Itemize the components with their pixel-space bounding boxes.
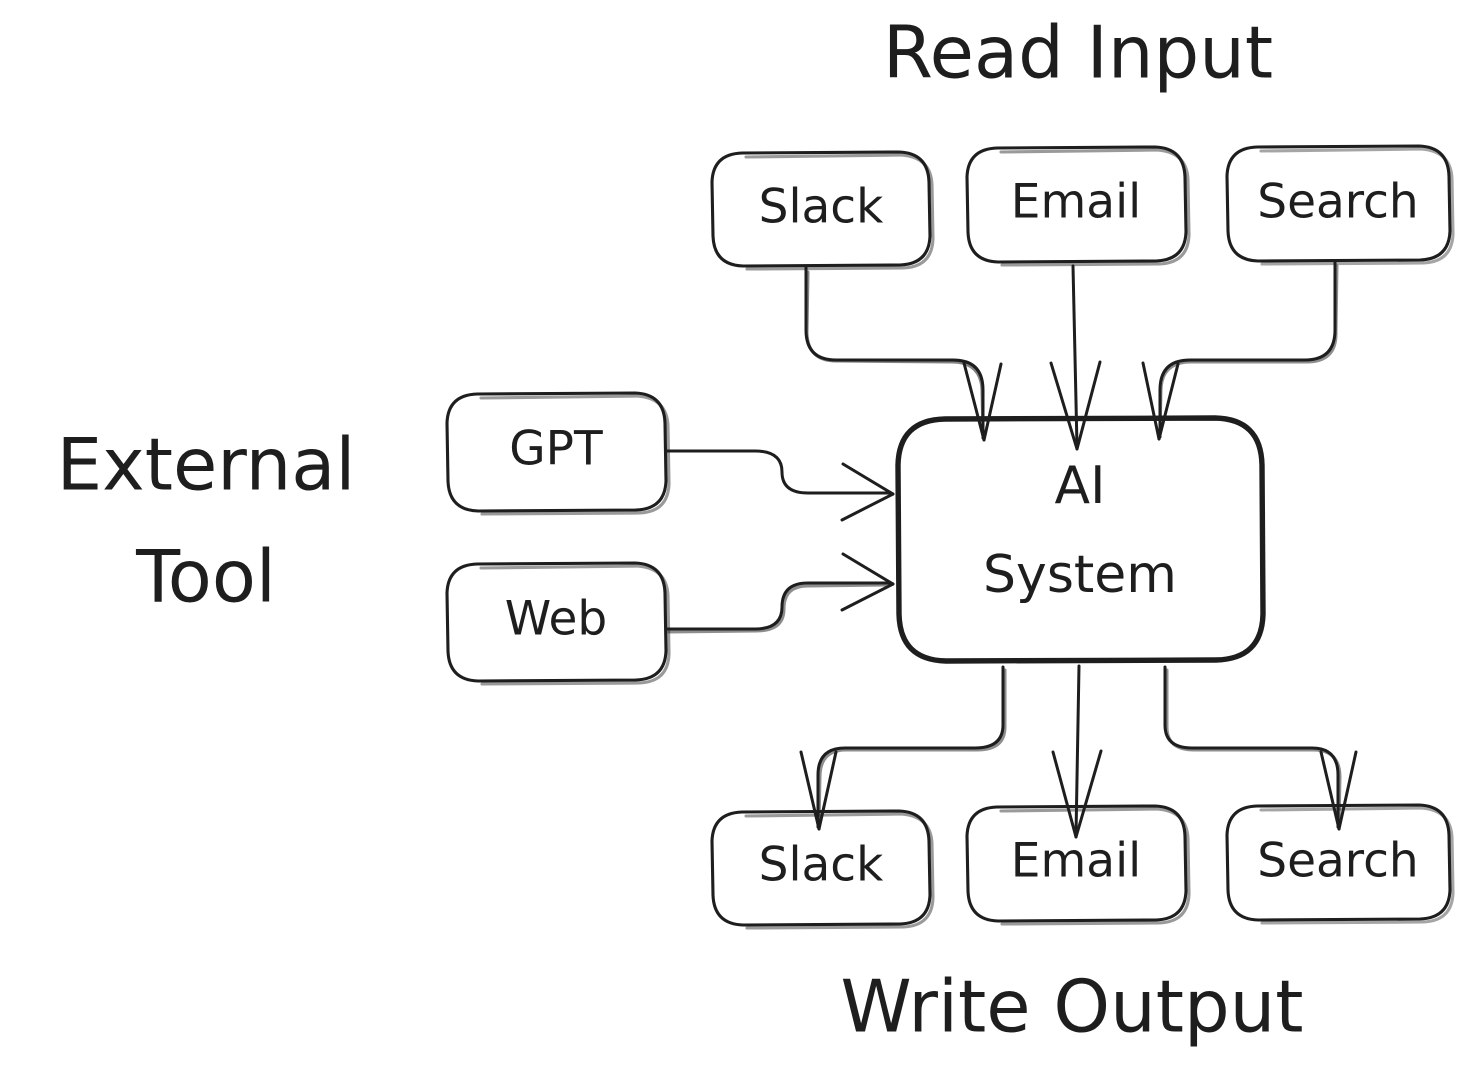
section-title-external-tool-line1: External bbox=[57, 423, 356, 507]
node-input-slack[interactable]: Slack bbox=[710, 150, 935, 271]
node-output-slack[interactable]: Slack bbox=[710, 809, 935, 930]
node-ai-system-label-line2: System bbox=[983, 545, 1177, 605]
node-output-email-label: Email bbox=[1011, 834, 1141, 889]
section-title-external-tool-line2: Tool bbox=[135, 535, 276, 619]
section-title-write-output: Write Output bbox=[840, 965, 1303, 1049]
node-output-search-label: Search bbox=[1257, 834, 1418, 889]
edge-input-slack-to-center bbox=[804, 265, 1003, 442]
node-tool-web-label: Web bbox=[505, 592, 607, 647]
node-tool-web[interactable]: Web bbox=[445, 561, 671, 686]
node-input-search-label: Search bbox=[1257, 175, 1418, 230]
node-output-search[interactable]: Search bbox=[1225, 803, 1455, 925]
edge-input-email-to-center bbox=[1049, 264, 1102, 451]
edge-center-to-output-slack bbox=[799, 665, 1007, 831]
node-ai-system[interactable]: AI System bbox=[895, 415, 1266, 664]
node-tool-gpt[interactable]: GPT bbox=[445, 391, 671, 516]
node-input-search[interactable]: Search bbox=[1225, 144, 1455, 266]
section-title-read-input: Read Input bbox=[883, 11, 1273, 95]
edge-input-search-to-center bbox=[1141, 260, 1339, 441]
node-output-slack-label: Slack bbox=[759, 838, 885, 893]
node-output-email[interactable]: Email bbox=[965, 804, 1191, 926]
edge-tool-web-to-center bbox=[665, 552, 895, 634]
node-tool-gpt-label: GPT bbox=[509, 422, 603, 477]
node-input-slack-label: Slack bbox=[759, 180, 885, 235]
edge-tool-gpt-to-center bbox=[665, 449, 895, 522]
node-input-email[interactable]: Email bbox=[965, 145, 1191, 267]
edge-center-to-output-search bbox=[1163, 665, 1358, 831]
node-ai-system-label-line1: AI bbox=[1055, 456, 1106, 516]
node-input-email-label: Email bbox=[1011, 175, 1141, 230]
